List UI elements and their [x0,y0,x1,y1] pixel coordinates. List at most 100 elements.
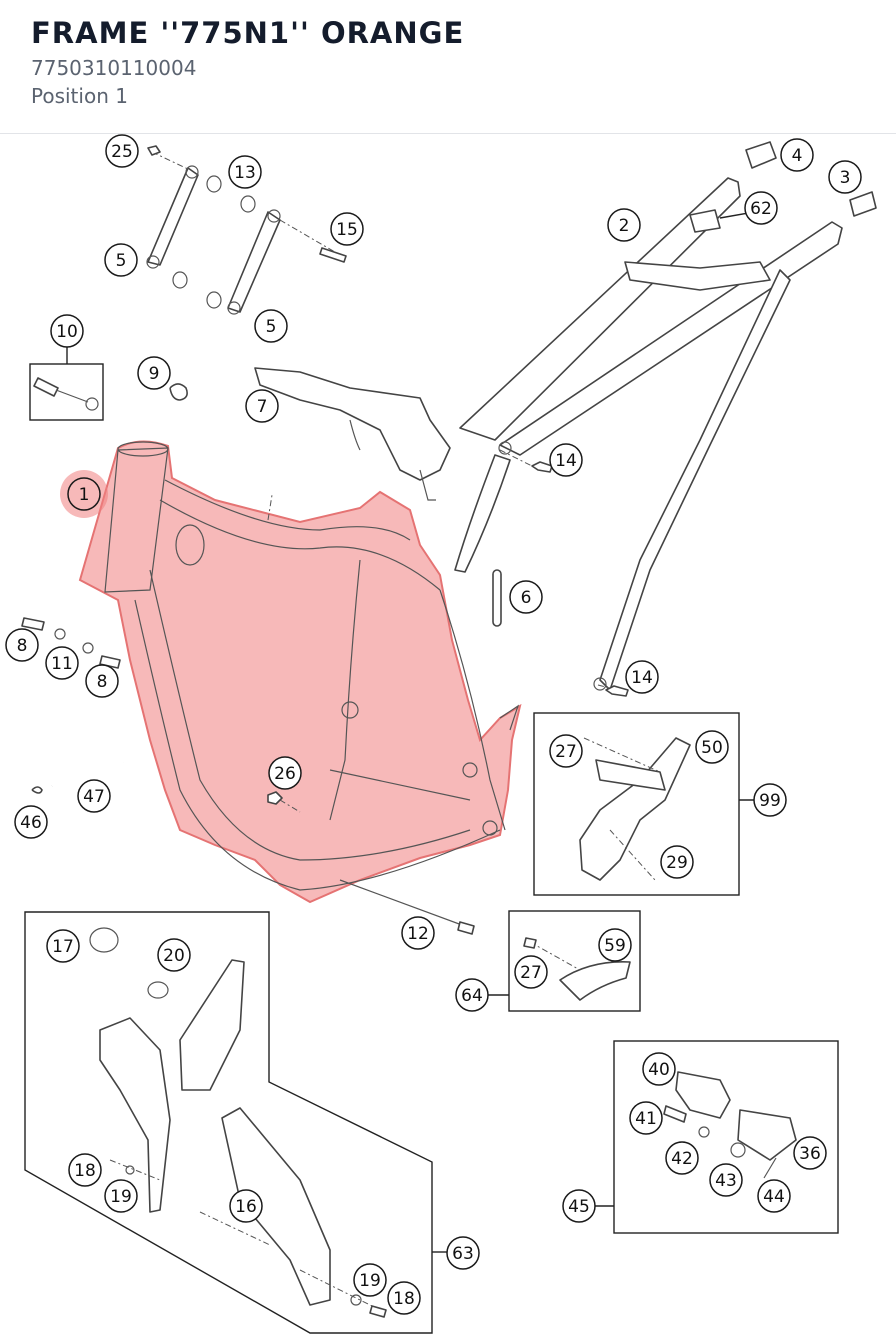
callout-c14a[interactable]: 14 [549,443,583,477]
linkage-plates[interactable] [146,145,347,315]
callout-circle [607,208,641,242]
callout-label: 14 [555,451,577,471]
callout-label: 8 [17,636,28,656]
callout-label: 25 [111,142,133,162]
callout-c62[interactable]: 62 [744,191,778,225]
box-45[interactable] [613,1040,839,1234]
callout-c8a[interactable]: 8 [5,628,39,662]
callout-c14b[interactable]: 14 [625,660,659,694]
subframe[interactable] [454,177,843,697]
callout-circle [695,730,729,764]
callout-label: 29 [666,853,688,873]
callout-c63[interactable]: 63 [446,1236,480,1270]
callout-c1[interactable]: 1 [67,477,101,511]
callout-c17[interactable]: 17 [46,929,80,963]
callout-c40[interactable]: 40 [642,1052,676,1086]
callout-c10[interactable]: 10 [50,314,84,348]
callout-c50[interactable]: 50 [695,730,729,764]
callout-c41[interactable]: 41 [629,1101,663,1135]
callout-circle [157,938,191,972]
callout-c43[interactable]: 43 [709,1163,743,1197]
callout-c19b[interactable]: 19 [353,1263,387,1297]
callout-c99[interactable]: 99 [753,783,787,817]
callout-c6[interactable]: 6 [509,580,543,614]
callout-circle [455,978,489,1012]
box-99[interactable] [533,712,740,896]
callout-c11[interactable]: 11 [45,646,79,680]
hose-47[interactable] [31,760,125,794]
cap-4[interactable] [745,141,777,169]
callout-c3[interactable]: 3 [828,160,862,194]
callout-circle [625,660,659,694]
callout-c20[interactable]: 20 [157,938,191,972]
callout-label: 44 [763,1187,785,1207]
callout-c19a[interactable]: 19 [104,1179,138,1213]
callout-circle [245,389,279,423]
bolt-12[interactable] [339,879,475,935]
callout-c5a[interactable]: 5 [104,243,138,277]
box-63[interactable] [24,911,433,1334]
callout-circle [268,756,302,790]
callout-circle [562,1189,596,1223]
callout-label: 46 [20,813,42,833]
callout-c16[interactable]: 16 [229,1189,263,1223]
callout-c18a[interactable]: 18 [68,1153,102,1187]
callout-1-highlight [60,470,108,518]
callout-c15[interactable]: 15 [330,212,364,246]
callout-label: 2 [619,216,630,236]
callout-c42[interactable]: 42 [665,1141,699,1175]
callout-c9[interactable]: 9 [137,356,171,390]
clamp-9[interactable] [169,383,188,401]
callout-circle [753,783,787,817]
callout-c12[interactable]: 12 [401,916,435,950]
callout-label: 18 [74,1161,96,1181]
callout-label: 62 [750,199,772,219]
callout-c8b[interactable]: 8 [85,664,119,698]
callout-circle [85,664,119,698]
callout-c64[interactable]: 64 [455,978,489,1012]
callout-circle [228,155,262,189]
callout-label: 27 [520,963,542,983]
plate-7[interactable] [254,367,451,501]
callout-c44[interactable]: 44 [757,1179,791,1213]
callout-c5b[interactable]: 5 [254,309,288,343]
callout-c2[interactable]: 2 [607,208,641,242]
callout-circle [46,929,80,963]
position-label: Position 1 [31,84,128,108]
callout-c4[interactable]: 4 [780,138,814,172]
callout-c27a[interactable]: 27 [549,734,583,768]
callout-circle [598,928,632,962]
callout-c13[interactable]: 13 [228,155,262,189]
part-10-box[interactable] [29,363,104,421]
callout-c18b[interactable]: 18 [387,1281,421,1315]
callout-circle [549,443,583,477]
box-64[interactable] [508,910,641,1012]
callout-c46[interactable]: 46 [14,805,48,839]
callout-c25[interactable]: 25 [105,134,139,168]
callout-circle [68,1153,102,1187]
callout-label: 17 [52,937,74,957]
callout-c29[interactable]: 29 [660,845,694,879]
callout-c36[interactable]: 36 [793,1136,827,1170]
callout-c45[interactable]: 45 [562,1189,596,1223]
callout-circle [77,779,111,813]
callout-c26[interactable]: 26 [268,756,302,790]
callout-circle [254,309,288,343]
callout-label: 11 [51,654,73,674]
main-frame[interactable] [78,440,522,904]
callout-label: 18 [393,1289,415,1309]
page-title: FRAME ''775N1'' ORANGE [31,16,465,50]
bracket-6[interactable] [492,569,502,627]
callout-label: 7 [257,397,268,417]
callout-circle [665,1141,699,1175]
callout-label: 40 [648,1060,670,1080]
callout-label: 19 [359,1271,381,1291]
nut-26[interactable] [267,791,301,813]
callout-c27b[interactable]: 27 [514,955,548,989]
callout-c47[interactable]: 47 [77,779,111,813]
cap-3[interactable] [849,191,877,217]
callout-circle [104,243,138,277]
callout-label: 45 [568,1197,590,1217]
callout-c7[interactable]: 7 [245,389,279,423]
callout-c59[interactable]: 59 [598,928,632,962]
